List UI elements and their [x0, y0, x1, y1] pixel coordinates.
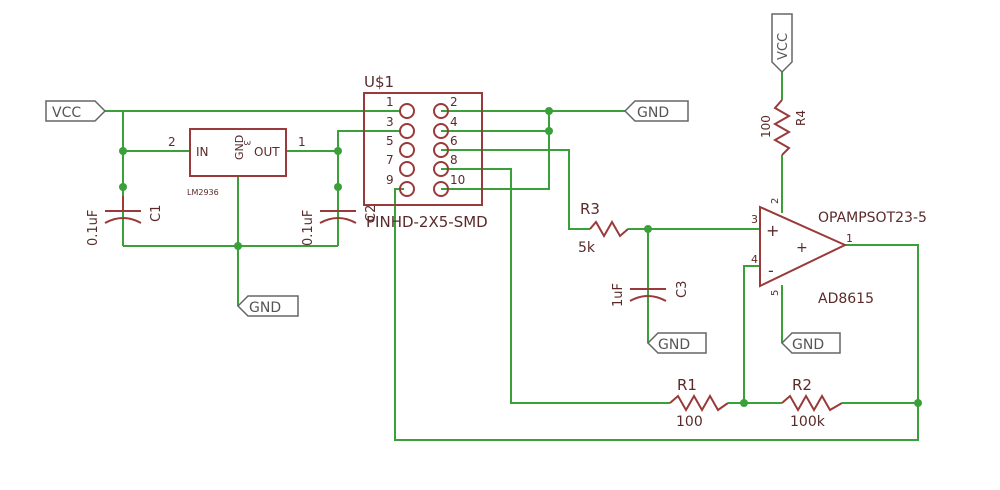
header-pin-1 [399, 103, 415, 119]
r1-name: R1 [677, 376, 697, 394]
r2-value: 100k [790, 414, 826, 430]
header-pin-label: 2 [450, 95, 458, 109]
resistor-r3: R3 5k [578, 200, 629, 256]
vcc-flag-left-label: VCC [52, 105, 81, 121]
header-pin-label: 6 [450, 134, 458, 148]
c3-value: 1uF [611, 283, 626, 307]
wire-pin6 [441, 149, 590, 230]
regulator-in-label: IN [196, 145, 209, 159]
capacitor-c3: 1uF C3 [611, 281, 690, 307]
header-pin-label: 4 [450, 115, 458, 129]
gnd-flag-opamp-label: GND [792, 337, 824, 353]
header-pin-label: 3 [386, 115, 394, 129]
r3-name: R3 [580, 200, 600, 218]
vcc-flag-top: VCC [771, 13, 793, 74]
opamp-minus-sign: - [768, 261, 774, 280]
gnd-flag-reg: GND [236, 295, 299, 317]
junction [545, 107, 553, 115]
capacitor-c2: 0.1uF C2 [301, 205, 379, 246]
wire-pin9-loop [394, 188, 919, 441]
opamp-package: OPAMPSOT23-5 [818, 210, 927, 226]
opamp-plus-sign: + [766, 221, 779, 240]
c3-name: C3 [675, 281, 690, 298]
c2-value: 0.1uF [301, 210, 316, 246]
gnd-flag-reg-label: GND [249, 300, 281, 316]
header-pin-4 [433, 123, 449, 139]
junction [119, 183, 127, 191]
r2-name: R2 [792, 376, 812, 394]
header-u1: U$1 PINHD-2X5-SMD 1 3 5 7 9 2 4 6 8 10 [363, 73, 488, 231]
wire-minus-fb [743, 265, 760, 403]
header-pin-label: 10 [450, 173, 465, 187]
c1-value: 0.1uF [86, 210, 101, 246]
junction [334, 147, 342, 155]
r4-name: R4 [794, 110, 808, 126]
header-pin-label: 1 [386, 95, 394, 109]
r4-value: 100 [759, 115, 773, 138]
gnd-flag-c3: GND [646, 332, 707, 354]
opamp-pin-vcc: 2 [770, 198, 781, 204]
header-pin-10 [433, 181, 449, 197]
regulator-out-label: OUT [254, 145, 280, 159]
regulator-gnd-pin: 3 [241, 140, 251, 146]
opamp-pin-minus: 4 [751, 253, 758, 266]
header-pin-5 [399, 142, 415, 158]
junction [119, 147, 127, 155]
gnd-flag-top: GND [623, 100, 689, 122]
gnd-flag-c3-label: GND [658, 337, 690, 353]
junction [914, 399, 922, 407]
junction [740, 399, 748, 407]
c1-name: C1 [149, 205, 164, 222]
opamp-pin-plus: 3 [751, 213, 758, 226]
junction [545, 127, 553, 135]
wires [105, 72, 919, 441]
opamp-pin-gnd: 5 [770, 290, 781, 296]
header-pin-label: 9 [386, 173, 394, 187]
header-pin-9 [399, 181, 415, 197]
regulator-body [189, 128, 287, 177]
vcc-flag-top-label: VCC [776, 33, 791, 60]
regulator-gnd-label: GND [233, 135, 246, 160]
opamp-body [759, 205, 848, 288]
regulator-part-code: LM2936 [187, 188, 219, 197]
opamp-part: AD8615 [818, 291, 874, 307]
header-name: U$1 [364, 73, 394, 91]
resistor-r4: 100 R4 [759, 99, 808, 156]
header-pin-label: 7 [386, 153, 394, 167]
junction [644, 225, 652, 233]
header-pin-7 [399, 161, 415, 177]
c2-name: C2 [364, 205, 379, 222]
opamp: + - + 3 4 1 2 5 OPAMPSOT23-5 AD8615 [751, 198, 927, 307]
wire-out-to-pin3 [337, 130, 400, 151]
opamp-inner-plus: + [796, 240, 808, 256]
wire-pin8 [441, 168, 670, 404]
vcc-flag-left: VCC [45, 100, 107, 122]
header-pin-8 [433, 161, 449, 177]
regulator-in-pin: 2 [168, 135, 176, 149]
wire-pin10 [441, 111, 550, 190]
header-body [363, 92, 483, 206]
header-pin-2 [433, 103, 449, 119]
resistor-r1: R1 100 [669, 376, 729, 430]
header-pin-label: 8 [450, 153, 458, 167]
header-package: PINHD-2X5-SMD [366, 213, 488, 231]
capacitor-c1: 0.1uF C1 [86, 196, 164, 246]
header-pin-3 [399, 123, 415, 139]
gnd-flag-opamp: GND [780, 332, 841, 354]
junction [334, 183, 342, 191]
r1-value: 100 [676, 414, 703, 430]
resistor-r2: R2 100k [781, 376, 843, 430]
header-pin-6 [433, 142, 449, 158]
header-pin-label: 5 [386, 134, 394, 148]
regulator-out-pin: 1 [298, 135, 306, 149]
regulator: IN OUT GND 2 1 3 LM2936 [168, 128, 306, 197]
opamp-pin-out: 1 [846, 232, 853, 245]
gnd-flag-top-label: GND [637, 105, 669, 121]
r3-value: 5k [578, 240, 596, 256]
junction [234, 242, 242, 250]
junctions [119, 107, 922, 407]
